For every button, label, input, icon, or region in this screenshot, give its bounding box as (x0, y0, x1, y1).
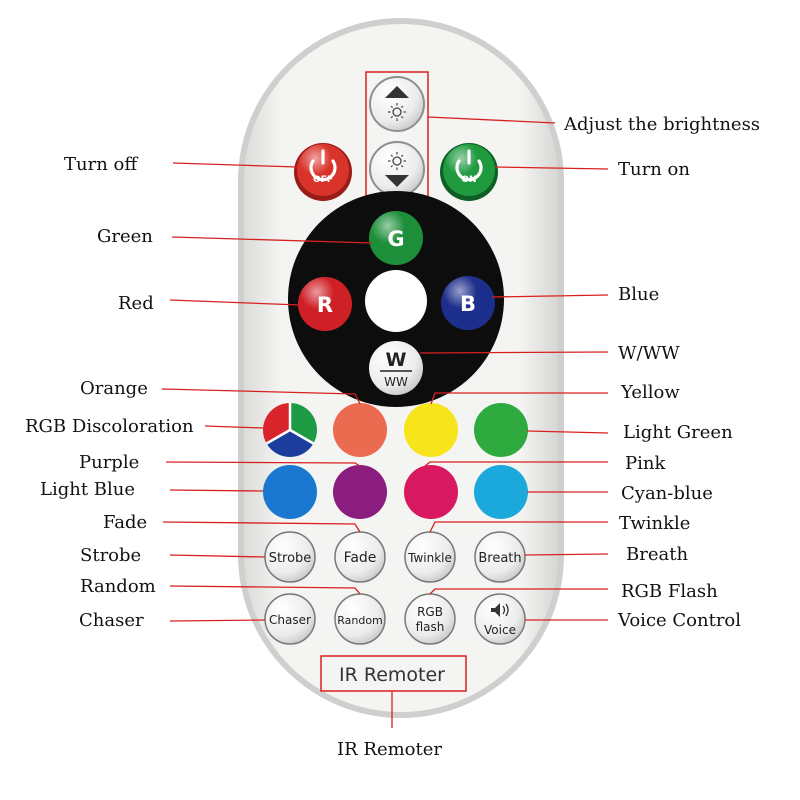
brand-highlight-box (320, 655, 467, 692)
on-button-label: ON (461, 175, 476, 185)
label-rgb-discoloration: RGB Discoloration (25, 416, 194, 437)
label-red: Red (118, 293, 154, 314)
callout-line-brightness (427, 116, 556, 124)
label-light-blue: Light Blue (40, 479, 135, 500)
callout-line-random (169, 585, 361, 595)
chaser-button-label: Chaser (269, 613, 311, 627)
green-button-label: G (387, 227, 404, 251)
yellow-button[interactable] (404, 403, 458, 457)
callout-line-rgb-discoloration (204, 425, 264, 429)
red-button[interactable]: R (298, 277, 352, 331)
label-adjust-brightness: Adjust the brightness (563, 114, 760, 135)
callout-line-light-blue (169, 489, 264, 492)
off-button-label: OFF (313, 175, 333, 185)
light-green-button[interactable] (474, 403, 528, 457)
brightness-down-button[interactable] (369, 141, 425, 197)
callout-line-twinkle (429, 521, 608, 533)
callout-line-yellow (430, 392, 608, 405)
callout-line-breath (524, 553, 609, 556)
w-ww-button[interactable]: W WW (369, 341, 423, 395)
power-icon (309, 149, 337, 182)
label-light-green: Light Green (623, 422, 733, 443)
callout-lines (161, 116, 609, 728)
rgb-flash-button-label-bottom: flash (416, 620, 445, 634)
blue-button-label: B (460, 292, 476, 316)
fade-button[interactable]: Fade (334, 531, 386, 583)
strobe-button-label: Strobe (269, 551, 312, 566)
label-random: Random (80, 576, 156, 597)
label-yellow: Yellow (620, 382, 680, 403)
center-hole (365, 270, 427, 332)
callout-line-turn-off (172, 162, 298, 168)
label-purple: Purple (79, 452, 139, 473)
remote-brand-text: IR Remoter (339, 664, 445, 686)
red-button-label: R (317, 293, 333, 317)
callout-line-red (169, 299, 301, 306)
label-blue: Blue (618, 284, 659, 305)
label-fade: Fade (103, 512, 147, 533)
fade-button-label: Fade (344, 550, 377, 566)
ww-button-label: WW (384, 375, 408, 389)
strobe-button[interactable]: Strobe (264, 531, 316, 583)
label-turn-on: Turn on (618, 159, 690, 180)
label-w-ww: W/WW (618, 343, 680, 364)
blue-button[interactable]: B (441, 276, 495, 330)
twinkle-button-label: Twinkle (407, 551, 452, 565)
random-button-label: Random (337, 614, 383, 627)
callout-line-blue (491, 294, 609, 298)
label-chaser: Chaser (79, 610, 144, 631)
label-pink: Pink (625, 453, 666, 474)
label-voice-control: Voice Control (617, 610, 741, 631)
callout-line-pink (424, 461, 608, 467)
twinkle-button[interactable]: Twinkle (404, 531, 456, 583)
breath-button-label: Breath (478, 551, 521, 566)
rgb-discoloration-button[interactable] (262, 403, 318, 458)
voice-button-label: Voice (484, 623, 516, 637)
callout-line-green (171, 236, 373, 244)
purple-button[interactable] (333, 465, 387, 519)
power-icon (455, 149, 483, 182)
orange-button[interactable] (333, 403, 387, 457)
sun-up-arrow-icon (385, 86, 409, 121)
random-button[interactable]: Random (334, 593, 386, 645)
cyan-blue-button[interactable] (474, 465, 528, 519)
callout-line-fade (162, 521, 361, 533)
callout-line-rgb-flash (429, 588, 608, 595)
label-green: Green (97, 226, 153, 247)
on-button[interactable]: ON (440, 143, 498, 201)
label-breath: Breath (626, 544, 688, 565)
label-twinkle: Twinkle (619, 513, 690, 534)
label-turn-off: Turn off (64, 154, 138, 175)
callout-line-strobe (169, 554, 266, 558)
breath-button[interactable]: Breath (474, 531, 526, 583)
callout-line-light-green (526, 430, 609, 434)
brightness-up-button[interactable] (369, 76, 425, 132)
sun-down-arrow-icon (385, 152, 409, 187)
callout-line-w-ww (419, 351, 609, 354)
off-button[interactable]: OFF (294, 143, 352, 201)
green-button[interactable]: G (369, 211, 423, 265)
w-button-label: W (386, 349, 407, 371)
label-orange: Orange (80, 378, 148, 399)
label-ir-remoter: IR Remoter (337, 739, 442, 760)
label-rgb-flash: RGB Flash (621, 581, 718, 602)
label-cyan-blue: Cyan-blue (621, 483, 713, 504)
speaker-icon (491, 603, 509, 617)
rgb-flash-button[interactable]: RGB flash (404, 593, 456, 645)
label-strobe: Strobe (80, 545, 141, 566)
voice-control-button[interactable]: Voice (474, 593, 526, 645)
callout-line-purple (165, 461, 361, 467)
light-blue-button[interactable] (263, 465, 317, 519)
callout-line-turn-on (494, 166, 609, 170)
callout-line-chaser (169, 619, 266, 622)
chaser-button[interactable]: Chaser (264, 593, 316, 645)
rgb-flash-button-label-top: RGB (417, 605, 443, 619)
pink-button[interactable] (404, 465, 458, 519)
callout-line-orange (161, 388, 361, 405)
